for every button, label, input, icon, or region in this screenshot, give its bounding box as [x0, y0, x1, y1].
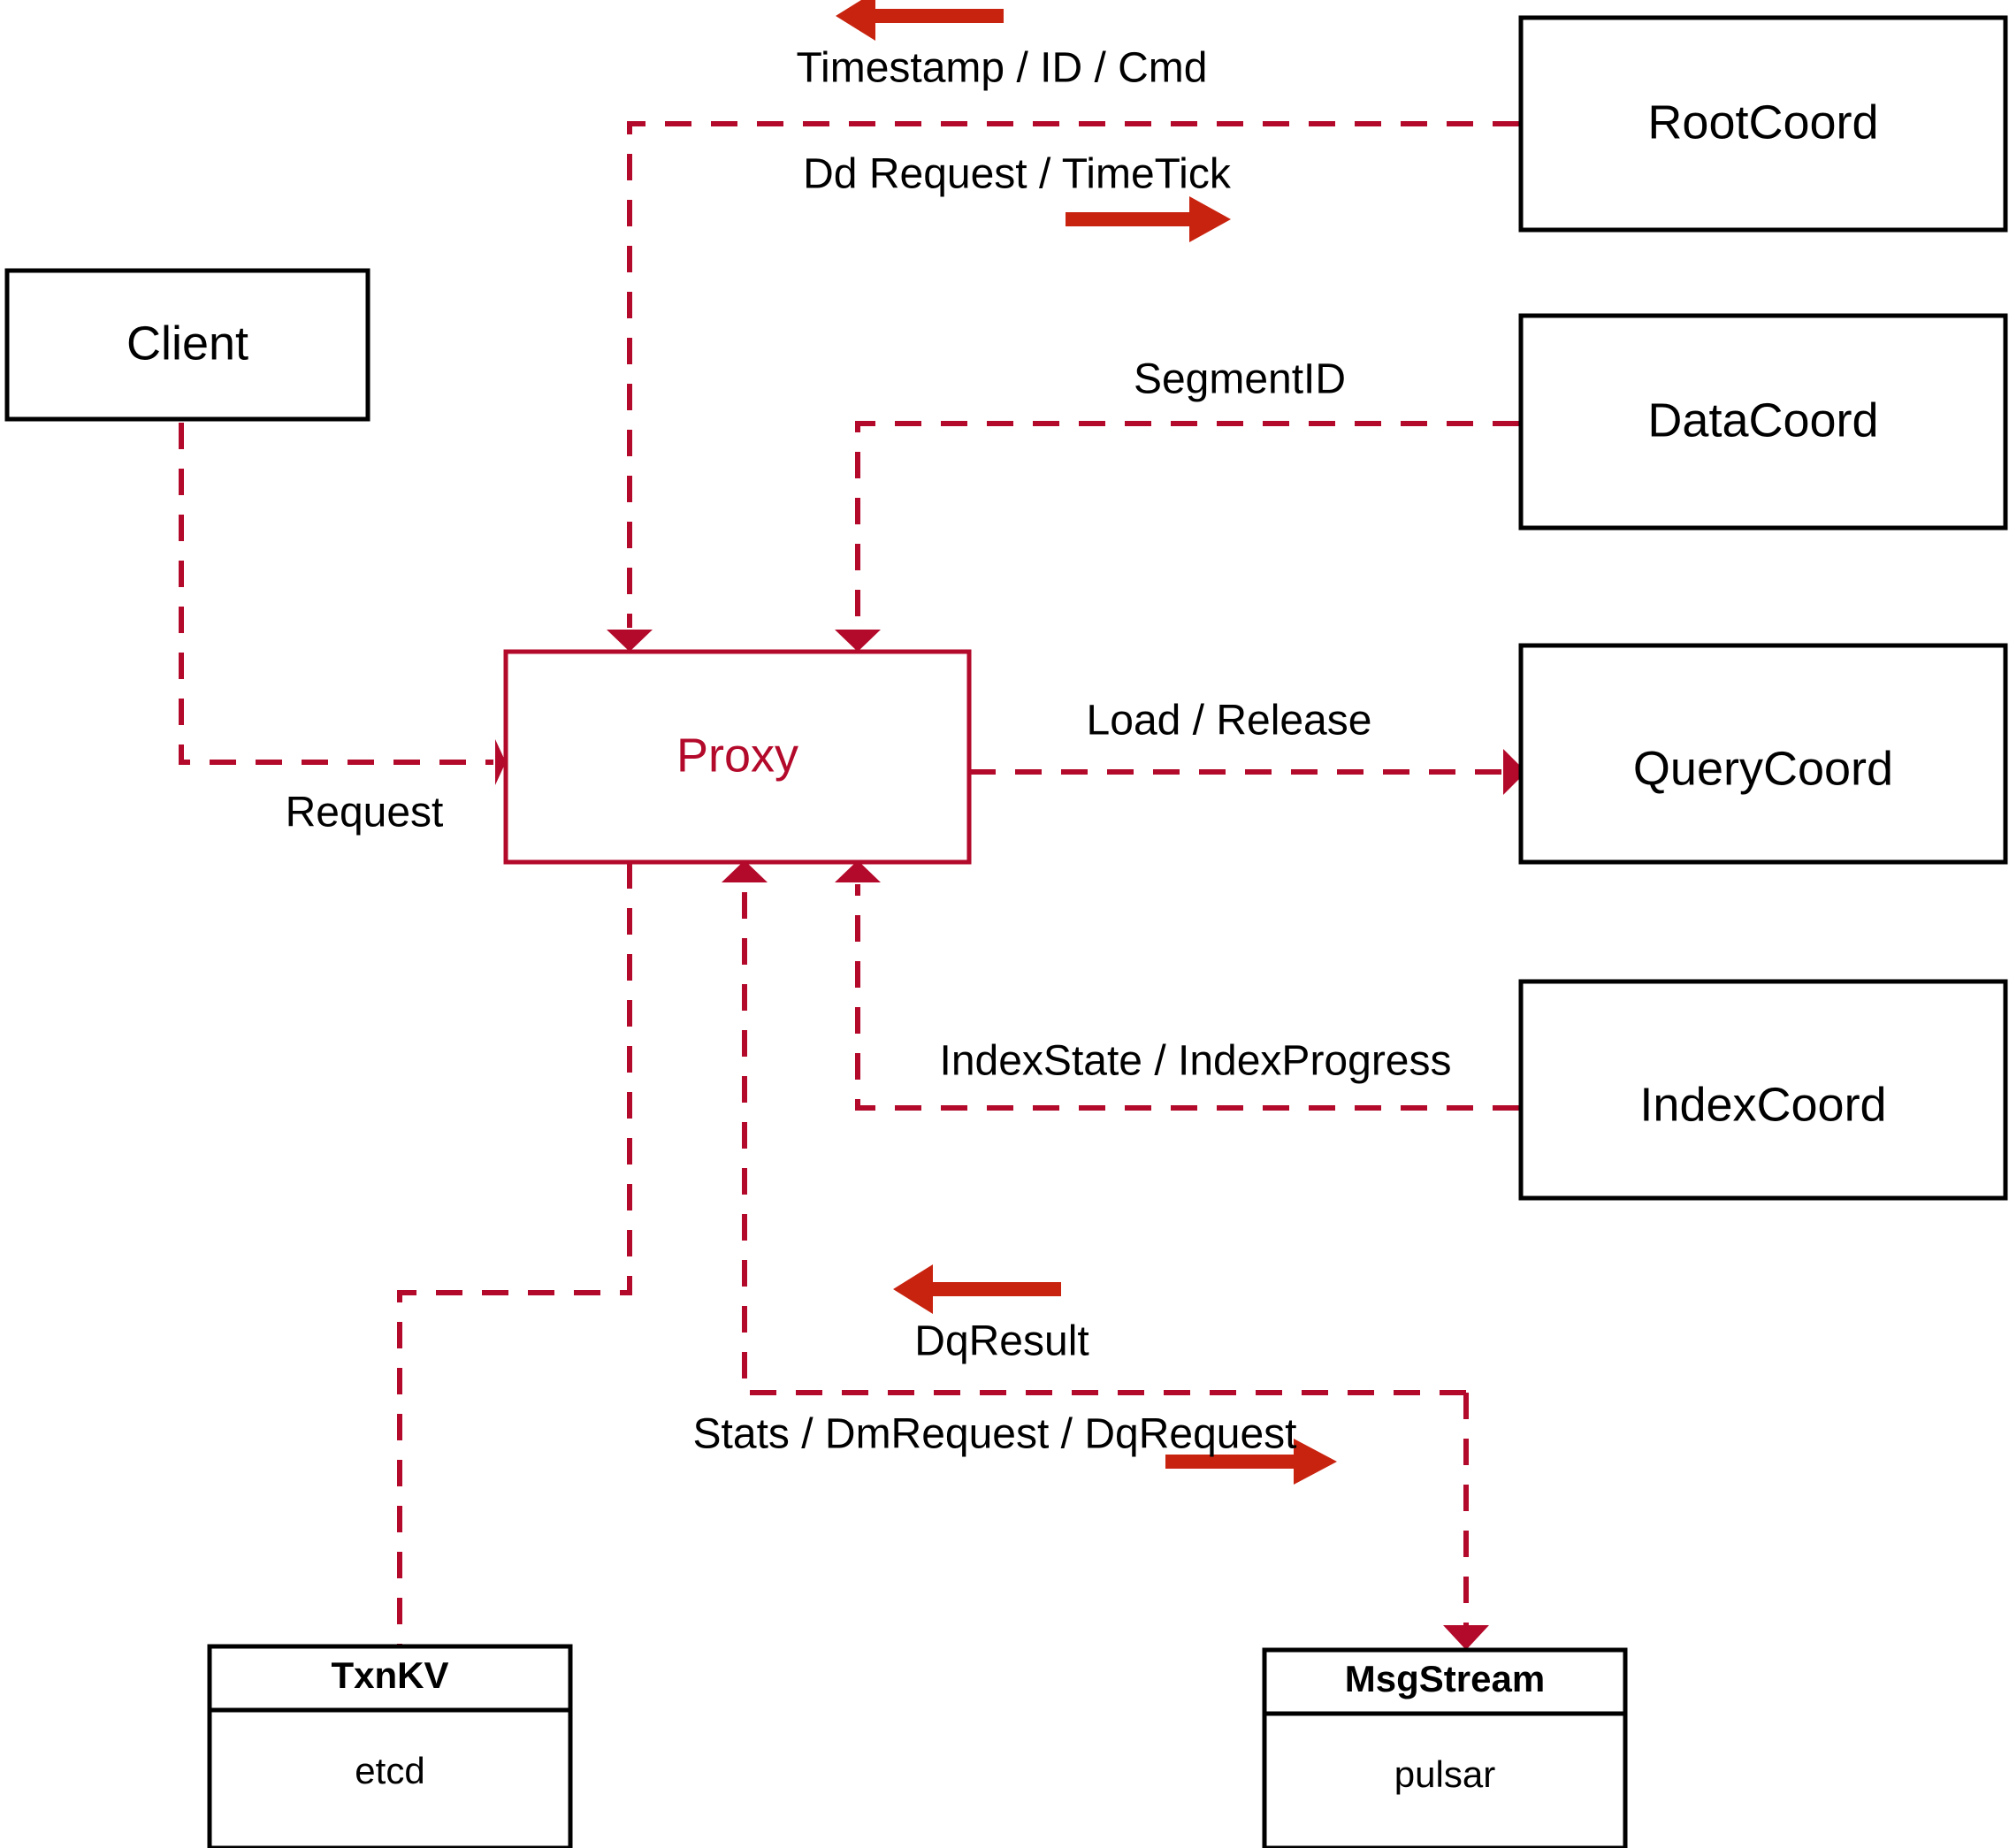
node-txnkv[interactable]	[207, 1644, 573, 1848]
node-msgstream[interactable]	[1262, 1647, 1628, 1848]
direction-arrow-dd-request-timetick	[1066, 196, 1231, 242]
edge-msgstream-to-proxy	[742, 884, 1466, 1395]
edge-label-dqresult: DqResult	[914, 1318, 1089, 1365]
node-txnkv-header-label: TxnKV	[331, 1654, 448, 1696]
arrowhead-client-to-proxy	[495, 739, 506, 785]
node-querycoord[interactable]	[1518, 643, 2008, 865]
edge-label-load-release: Load / Release	[1087, 698, 1372, 745]
direction-arrow-dqresult	[893, 1264, 1061, 1314]
node-datacoord-label: DataCoord	[1647, 393, 1878, 447]
edge-label-request: Request	[286, 790, 444, 836]
node-proxy-label: Proxy	[676, 729, 798, 782]
node-client-label: Client	[126, 317, 248, 370]
node-msgstream-body-label: pulsar	[1394, 1753, 1495, 1795]
arrowhead-proxy-to-querycoord	[1503, 749, 1526, 795]
node-rootcoord-label: RootCoord	[1647, 95, 1878, 149]
edge-datacoord-to-proxy	[855, 421, 1519, 628]
node-datacoord[interactable]	[1518, 313, 2008, 531]
arrowhead-msgstream-to-proxy	[722, 860, 768, 882]
direction-arrow-stats-dm-dq	[1165, 1439, 1337, 1485]
node-indexcoord-label: IndexCoord	[1639, 1078, 1886, 1131]
direction-arrow-timestamp-id-cmd	[836, 0, 1004, 41]
node-querycoord-label: QueryCoord	[1633, 742, 1893, 795]
edge-rootcoord-to-proxy	[627, 121, 1519, 628]
arrowhead-rootcoord-to-proxy	[607, 630, 653, 652]
edge-label-dd-request-timetick: Dd Request / TimeTick	[803, 151, 1232, 198]
node-txnkv-body-label: etcd	[355, 1750, 424, 1791]
edge-label-indexstate-indexprogress: IndexState / IndexProgress	[940, 1038, 1452, 1085]
node-indexcoord[interactable]	[1518, 979, 2008, 1201]
node-msgstream-header-label: MsgStream	[1345, 1658, 1545, 1699]
arrowhead-proxy-to-msgstream	[1443, 1625, 1489, 1650]
node-client[interactable]	[4, 268, 370, 422]
edge-proxy-to-txnkv	[397, 862, 632, 1671]
edge-label-segmentid: SegmentID	[1134, 356, 1346, 403]
node-proxy[interactable]	[503, 649, 972, 865]
node-rootcoord[interactable]	[1518, 15, 2008, 233]
arrowhead-indexcoord-to-proxy	[835, 860, 881, 882]
edge-client-to-proxy	[179, 423, 493, 765]
edge-label-timestamp-id-cmd: Timestamp / ID / Cmd	[797, 45, 1208, 92]
edge-indexcoord-to-proxy	[855, 884, 1519, 1111]
arrowhead-datacoord-to-proxy	[835, 630, 881, 652]
edge-label-stats-dmrequest-dqrequest: Stats / DmRequest / DqRequest	[693, 1411, 1297, 1458]
